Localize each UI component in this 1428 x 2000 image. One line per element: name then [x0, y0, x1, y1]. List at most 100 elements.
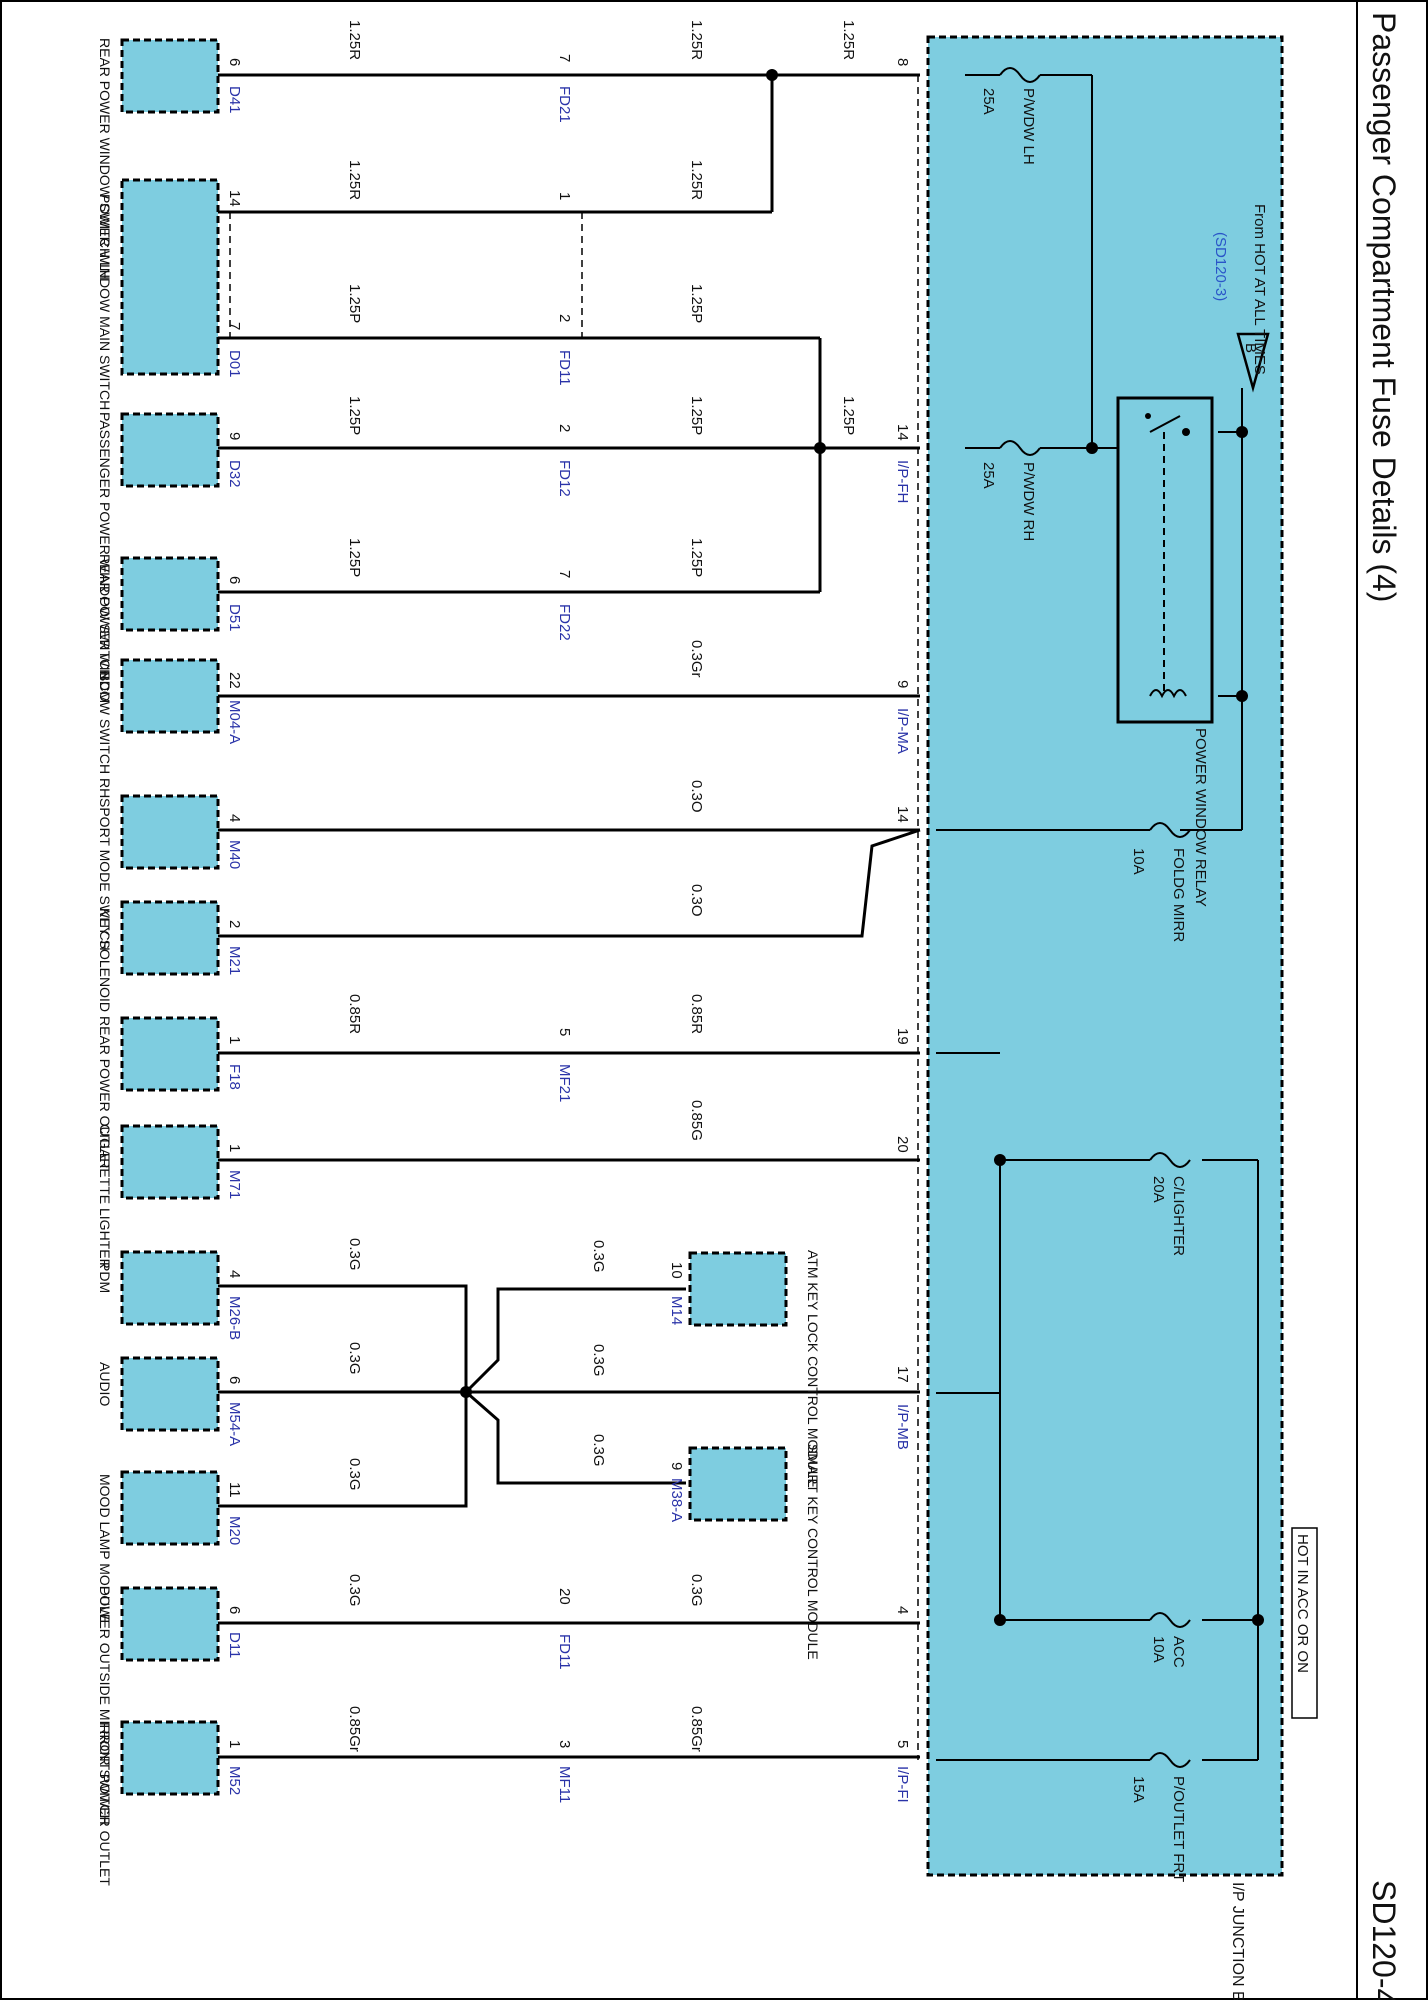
component-box	[688, 1251, 788, 1327]
inline-pin: 2	[556, 424, 573, 432]
wire-label: 1.25P	[688, 538, 705, 577]
wire-label: 0.3G	[346, 1574, 363, 1607]
component-conn: D51	[226, 604, 243, 632]
source-ref: (SD120-3)	[1212, 232, 1229, 301]
component-conn: M04-A	[226, 700, 243, 744]
hot-label: HOT IN ACC OR ON	[1294, 1534, 1311, 1673]
wire-label: 0.3G	[590, 1344, 607, 1377]
source-from: From HOT AT ALL TIMES	[1251, 204, 1268, 375]
component-pin: 4	[226, 1270, 243, 1278]
wire-label: 0.3O	[688, 780, 705, 813]
component-box	[120, 1124, 220, 1200]
power-window-relay	[1116, 396, 1214, 724]
junction-box-bus	[936, 75, 1264, 1761]
component-conn: D32	[226, 460, 243, 488]
component-box	[120, 794, 220, 870]
wire-label: 1.25R	[688, 20, 705, 60]
wire-label: 0.3O	[688, 884, 705, 917]
jb-pin: 14	[894, 424, 911, 441]
component-conn: M20	[226, 1516, 243, 1545]
wire-label: 1.25P	[688, 396, 705, 435]
inline-pin: 3	[556, 1740, 573, 1748]
component-box	[120, 1586, 220, 1662]
wire-label: 0.85Gr	[688, 1706, 705, 1752]
fuse-foldg	[936, 822, 1191, 838]
component-box	[120, 178, 220, 376]
inline-pin: 5	[556, 1028, 573, 1036]
fuse-pwdw-rh	[965, 440, 1118, 456]
component-name: SPORT MODE SWITCH	[97, 798, 113, 951]
component-conn: M26-B	[226, 1296, 243, 1340]
jb-pin: 5	[894, 1740, 911, 1748]
component-name: KEY SOLENOID	[97, 908, 113, 1012]
wire-label: 0.85R	[346, 994, 363, 1034]
fuse-rating: 10A	[1150, 1636, 1167, 1663]
fuse-name: C/LIGHTER	[1170, 1176, 1187, 1256]
wire-label: 1.25R	[346, 20, 363, 60]
component-name: PDM	[97, 1262, 113, 1293]
fuse-rating: 20A	[1150, 1176, 1167, 1203]
jb-pin: 8	[894, 58, 911, 66]
jb-conn: I/P-MB	[894, 1404, 911, 1450]
inline-pin: 7	[556, 54, 573, 62]
fuse-poutlet	[936, 1752, 1191, 1768]
jb-conn: I/P-MA	[894, 708, 911, 754]
component-box	[120, 1470, 220, 1546]
component-pin: 1	[226, 1036, 243, 1044]
component-conn: D01	[226, 350, 243, 378]
inline-pin: 7	[556, 570, 573, 578]
wire-label: 1.25P	[840, 396, 857, 435]
component-conn: M40	[226, 840, 243, 869]
component-name: REAR POWER OUTLET	[97, 1016, 113, 1171]
component-name: REAR POWER WINDOW SWITCH RH	[97, 554, 113, 798]
fuse-pwdw-lh	[965, 67, 1092, 83]
wire-label: 0.3Gr	[688, 640, 705, 678]
jb-pin: 14	[894, 806, 911, 823]
component-pin: 2	[226, 920, 243, 928]
component-conn: M21	[226, 946, 243, 975]
wire-label: 1.25R	[840, 20, 857, 60]
inline-pin: 20	[556, 1588, 573, 1605]
component-name: MOOD LAMP MODULE	[97, 1474, 113, 1623]
component-name: SMART KEY CONTROL MODULE	[805, 1444, 821, 1660]
component-pin: 1	[226, 1740, 243, 1748]
fuse-name: FOLDG MIRR	[1170, 848, 1187, 942]
junction-box	[926, 35, 1284, 1877]
inline-conn: MF11	[556, 1766, 573, 1803]
jb-conn: I/P-FI	[894, 1766, 911, 1803]
component-box	[120, 1356, 220, 1432]
component-pin: 22	[226, 672, 243, 689]
fuse-name: P/WDW LH	[1020, 88, 1037, 165]
wire-label: 0.3G	[346, 1458, 363, 1491]
component-box	[120, 658, 220, 734]
page-code: SD120-4	[1366, 1880, 1402, 2000]
wires	[218, 69, 921, 1759]
fuse-rating: 10A	[1130, 848, 1147, 875]
wire-label: 0.3G	[590, 1434, 607, 1467]
inline-conn: FD21	[556, 86, 573, 123]
component-name: PASSENGER POWER WINDOW SWITCH	[97, 412, 113, 679]
component-pin: 4	[226, 814, 243, 822]
wire-label: 0.3G	[590, 1240, 607, 1273]
wire-label: 0.85Gr	[346, 1706, 363, 1752]
component-box	[120, 1016, 220, 1092]
component-pin: 7	[226, 322, 243, 330]
jb-pin: 4	[894, 1606, 911, 1614]
source-arrow	[1236, 332, 1270, 393]
component-conn: M38-A	[668, 1478, 685, 1522]
wire-label: 1.25P	[346, 284, 363, 323]
component-conn: D41	[226, 86, 243, 114]
fuse-rating: 15A	[1130, 1776, 1147, 1803]
component-name: POWER WINDOW MAIN SWITCH	[97, 194, 113, 410]
wire-label: 0.85R	[688, 994, 705, 1034]
jb-pin: 20	[894, 1136, 911, 1153]
relay-label: POWER WINDOW RELAY	[1192, 728, 1209, 907]
component-pin: 14	[226, 190, 243, 207]
component-name: FRONT POWER OUTLET	[97, 1722, 113, 1886]
component-pin: 1	[226, 1144, 243, 1152]
fuse-name: ACC	[1170, 1636, 1187, 1668]
wire-label: 1.25P	[688, 284, 705, 323]
component-pin: 6	[226, 58, 243, 66]
component-box	[688, 1446, 788, 1522]
